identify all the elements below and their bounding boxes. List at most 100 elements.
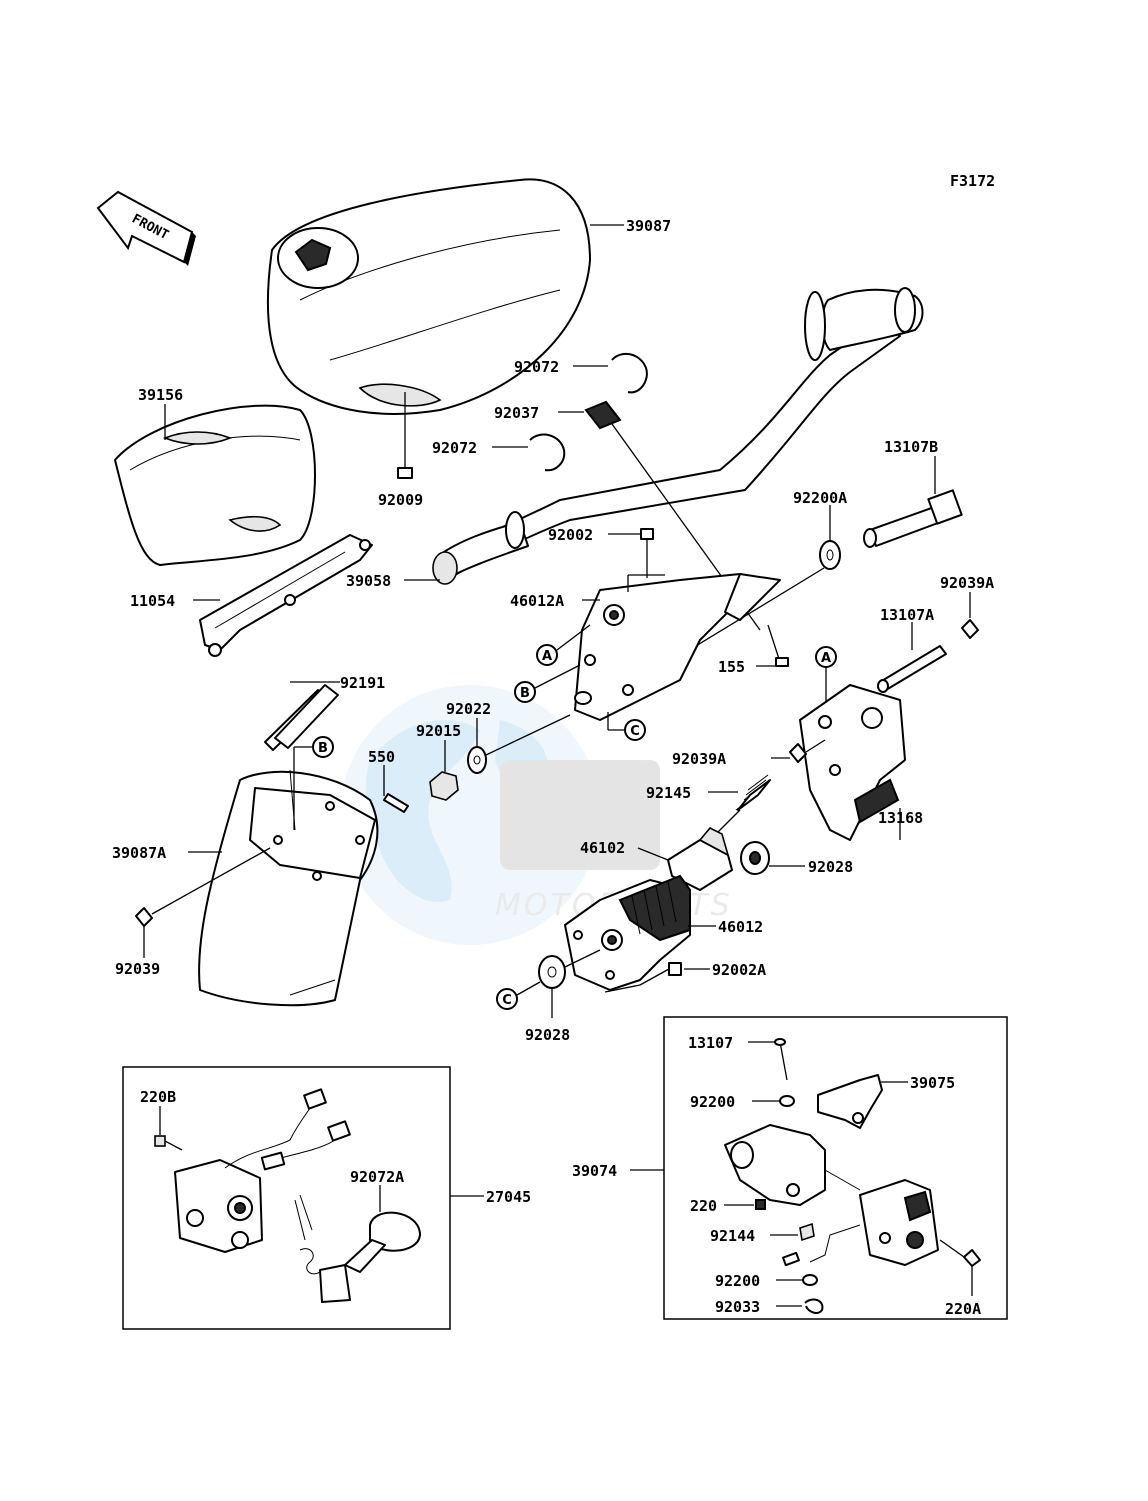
svg-text:A: A: [542, 649, 552, 664]
label-46012: 46012: [718, 918, 763, 936]
part-39074-housing: [724, 1124, 861, 1206]
label-92200-bottom: 92200: [715, 1272, 760, 1290]
label-550: 550: [368, 748, 395, 766]
svg-text:A: A: [821, 651, 831, 666]
label-39087A: 39087A: [112, 844, 166, 862]
part-92145-spring: [699, 774, 771, 851]
label-92039: 92039: [115, 960, 160, 978]
part-92002-bolt: [640, 528, 654, 578]
watermark-continent: [365, 720, 480, 902]
svg-text:B: B: [520, 686, 530, 701]
part-92039A-rivet-mid: [789, 739, 826, 763]
part-39075-cap: [817, 1074, 883, 1129]
part-27045-switch-assembly: [174, 1088, 351, 1253]
label-92039A-top: 92039A: [940, 574, 994, 592]
callout-c2: C: [496, 981, 541, 1010]
part-92200-washer-top: [779, 1095, 795, 1107]
label-220A: 220A: [945, 1300, 981, 1318]
label-92144: 92144: [710, 1227, 755, 1245]
callout-b2: B: [293, 736, 334, 830]
part-39074-switch: [782, 1179, 939, 1267]
label-92002: 92002: [548, 526, 593, 544]
label-92145: 92145: [646, 784, 691, 802]
part-220A-screw: [939, 1239, 981, 1296]
label-13107: 13107: [688, 1034, 733, 1052]
label-11054: 11054: [130, 592, 175, 610]
label-13107A: 13107A: [880, 606, 934, 624]
label-92072-top: 92072: [514, 358, 559, 376]
label-46102: 46102: [580, 839, 625, 857]
label-155: 155: [718, 658, 745, 676]
part-92028-washer-bottom: [538, 949, 601, 1018]
label-13107B: 13107B: [884, 438, 938, 456]
label-39058: 39058: [346, 572, 391, 590]
label-27045: 27045: [486, 1188, 531, 1206]
label-39074: 39074: [572, 1162, 617, 1180]
front-arrow-icon: FRONT: [96, 190, 196, 266]
part-92002A-bolt: [604, 962, 682, 993]
part-46012A-steering-bracket: [574, 573, 781, 721]
part-11054-bracket: [199, 534, 373, 657]
part-92022-washer: [467, 714, 571, 774]
label-220B: 220B: [140, 1088, 176, 1106]
part-39156-cover: [114, 404, 316, 566]
callout-a1: A: [536, 624, 591, 666]
watermark-logo-block: [500, 760, 660, 870]
part-39087-handlebar-cover: [266, 178, 591, 415]
label-92009: 92009: [378, 491, 423, 509]
part-92028-washer-right: [740, 841, 805, 875]
label-46012A: 46012A: [510, 592, 564, 610]
label-92072A: 92072A: [350, 1168, 404, 1186]
part-13107B-bolt: [863, 489, 963, 548]
part-92039-rivet: [135, 847, 271, 958]
svg-text:C: C: [502, 993, 512, 1008]
part-220-screw: [755, 1199, 766, 1210]
label-92200-top: 92200: [690, 1093, 735, 1111]
label-92072-mid: 92072: [432, 439, 477, 457]
label-39075: 39075: [910, 1074, 955, 1092]
part-39058-handlebar: [432, 287, 924, 585]
label-13168: 13168: [878, 809, 923, 827]
part-92039A-rivet-top: [961, 592, 979, 639]
part-13107-bolt: [774, 1038, 788, 1081]
label-92200A: 92200A: [793, 489, 847, 507]
label-92015: 92015: [416, 722, 461, 740]
svg-text:C: C: [630, 724, 640, 739]
part-92033-clip: [804, 1298, 824, 1314]
part-92072-clamp-mid: [529, 433, 566, 472]
part-13168-bracket: [799, 684, 906, 841]
part-39087A-lower-cover: [198, 769, 379, 1007]
label-220: 220: [690, 1197, 717, 1215]
svg-text:B: B: [318, 741, 328, 756]
callout-c1: C: [607, 712, 646, 741]
part-92191-rod: [264, 684, 339, 751]
label-92033: 92033: [715, 1298, 760, 1316]
part-92072A-band: [294, 1185, 421, 1303]
label-92022: 92022: [446, 700, 491, 718]
part-92200-washer-bottom: [802, 1274, 818, 1286]
figure-code: F3172: [950, 172, 995, 190]
inset-box-27045: [122, 1066, 451, 1330]
part-46102-block: [667, 827, 733, 891]
callout-b1: B: [514, 664, 581, 703]
part-220B-screw: [154, 1106, 183, 1151]
part-550-cotter-pin: [383, 765, 409, 813]
part-155-bolt: [767, 624, 789, 667]
label-39087: 39087: [626, 217, 671, 235]
inset-box-39074: [663, 1016, 1008, 1320]
label-92002A: 92002A: [712, 961, 766, 979]
label-92037: 92037: [494, 404, 539, 422]
part-92072-clamp-top: [611, 352, 648, 394]
label-92028-right: 92028: [808, 858, 853, 876]
label-92191: 92191: [340, 674, 385, 692]
label-92028-bottom: 92028: [525, 1026, 570, 1044]
label-92039A-mid: 92039A: [672, 750, 726, 768]
watermark: MOTORPARTS: [340, 685, 730, 945]
part-13107A-shaft: [877, 622, 947, 693]
part-92015-nut: [429, 740, 459, 801]
part-92009-screw: [397, 392, 413, 479]
part-92144-spring: [799, 1222, 815, 1242]
label-39156: 39156: [138, 386, 183, 404]
